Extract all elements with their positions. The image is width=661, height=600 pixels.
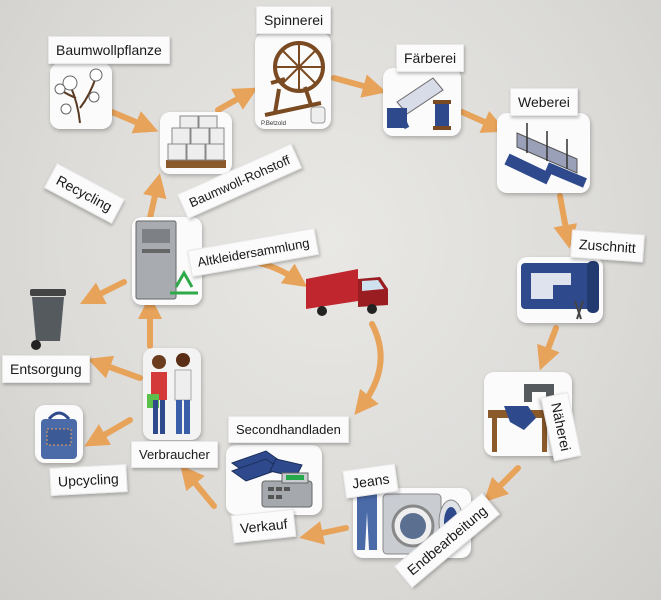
arrow-raw-to-spinning <box>215 87 258 113</box>
truck-icon <box>306 269 388 316</box>
label-spinnerei: Spinnerei <box>256 6 332 34</box>
truck-card <box>302 265 390 321</box>
label-altkleidersammlung: Altkleidersammlung <box>187 227 320 277</box>
clothing-container-icon <box>135 220 198 300</box>
label-verbraucher: Verbraucher <box>131 441 218 468</box>
label-secondhandladen: Secondhandladen <box>228 416 349 443</box>
arrow-collection-to-disposal <box>79 279 127 305</box>
label-verkauf: Verkauf <box>230 508 297 544</box>
label-entsorgung: Entsorgung <box>2 355 90 383</box>
arrow-dyeing-to-weaving <box>459 109 507 133</box>
arrow-truck-to-secondhand <box>354 321 384 415</box>
cotton-plant-card <box>50 63 112 129</box>
disposal-card <box>22 283 74 353</box>
label-zuschnitt: Zuschnitt <box>570 229 645 263</box>
sale-card <box>226 445 322 515</box>
arrow-sewing-to-finishing <box>483 465 521 503</box>
arrow-cutting-to-sewing <box>537 325 560 371</box>
spinnrad-brand-text: P.Betzold <box>261 121 286 127</box>
consumers-icon <box>147 353 192 434</box>
upcycling-card <box>35 405 83 463</box>
spinning-wheel-card: P.Betzold <box>255 33 331 129</box>
arrow-weaving-to-cutting <box>553 193 578 249</box>
arrow-spinning-to-dyeing <box>331 74 387 98</box>
cotton-plant-icon <box>54 68 103 124</box>
consumer-card <box>143 348 201 440</box>
arrow-sale-to-consumer <box>180 465 217 509</box>
trash-bin-icon <box>30 289 66 350</box>
cash-register-icon <box>230 450 313 508</box>
arrow-finishing-to-sale <box>299 521 349 545</box>
label-baumwollpflanze: Baumwollpflanze <box>48 36 170 64</box>
cutting-card <box>517 257 603 323</box>
denim-bag-icon <box>41 411 77 459</box>
arrow-plant-to-raw <box>109 109 159 134</box>
arrow-consumer-to-disposal <box>87 355 143 381</box>
label-weberei: Weberei <box>510 88 578 116</box>
loom-icon <box>504 123 587 188</box>
arrow-consumer-to-upcycling <box>84 417 133 447</box>
dye-bucket-icon <box>387 77 451 130</box>
spinning-wheel-icon: P.Betzold <box>261 41 326 127</box>
cotton-bales-icon <box>166 115 226 168</box>
label-faerberei: Färberei <box>396 44 465 72</box>
label-recycling: Recycling <box>43 163 125 224</box>
weaving-card <box>497 113 590 193</box>
raw-cotton-card <box>160 112 232 174</box>
arrow-collection-to-raw <box>143 173 167 221</box>
fabric-scissors-icon <box>521 261 599 320</box>
dyeing-card <box>383 68 461 136</box>
label-upcycling: Upcycling <box>49 464 128 496</box>
